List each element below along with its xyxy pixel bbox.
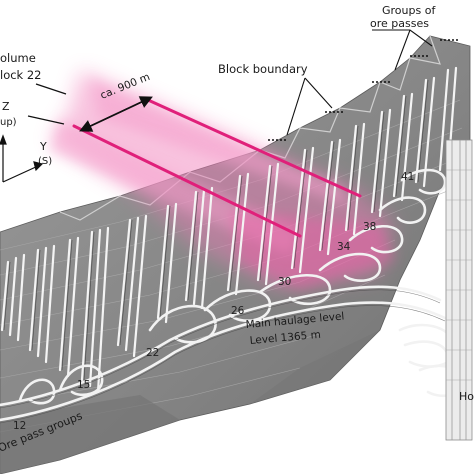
leader-lines (286, 29, 433, 136)
number-26: 26 (231, 305, 245, 317)
level-numbers: 12 15 22 26 30 34 38 41 (13, 171, 414, 432)
y-axis-label: Y (39, 140, 47, 153)
volume-boundary-lines (72, 98, 362, 238)
z-axis-label: Z (2, 100, 10, 113)
number-15: 15 (77, 379, 90, 391)
ore-passes-label-line2: ore passes (370, 17, 429, 30)
volume-label-line1: olume (0, 51, 36, 65)
hoist-shaft (445, 139, 473, 441)
number-41: 41 (401, 171, 414, 183)
number-34: 34 (337, 241, 351, 253)
ore-passes-label-line1: Groups of (382, 4, 436, 17)
z-axis-sub-label: up) (0, 117, 17, 128)
haulage-drifts (0, 168, 464, 422)
hoist-label: Ho (459, 390, 474, 403)
block-boundary-label: Block boundary (218, 62, 308, 76)
number-12: 12 (13, 420, 26, 432)
number-30: 30 (278, 276, 291, 288)
distance-arrow (27, 83, 153, 132)
block-boundary-ticks (268, 39, 458, 141)
axis-indicator (0, 134, 44, 183)
ore-passes (0, 66, 458, 394)
y-axis-sub-label: (S) (38, 156, 52, 167)
volume-label-line2: lock 22 (0, 68, 42, 82)
number-22: 22 (146, 347, 159, 359)
number-38: 38 (363, 221, 376, 233)
